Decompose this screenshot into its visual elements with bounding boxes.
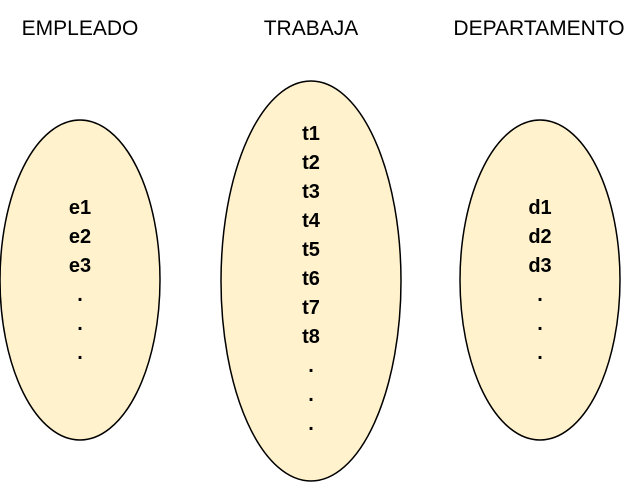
ellipsis-dot: . [308, 413, 314, 435]
member-item: d1 [528, 197, 552, 219]
member-item: t2 [302, 152, 320, 174]
trabaja-ellipse [220, 80, 402, 482]
member-item: e2 [68, 226, 92, 248]
member-item: t6 [302, 268, 320, 290]
member-item: t7 [302, 297, 320, 319]
ellipsis-dot: . [308, 355, 314, 377]
departamento-members: d1 d2 d3 . . . [528, 194, 551, 368]
member-item: t3 [302, 181, 320, 203]
member-item: e3 [68, 255, 92, 277]
ellipsis-dot: . [537, 342, 543, 364]
ellipsis-dot: . [537, 313, 543, 335]
departamento-title: DEPARTAMENTO [453, 17, 625, 40]
trabaja-title: TRABAJA [263, 17, 359, 40]
ellipsis-dot: . [537, 284, 543, 306]
departamento-ellipse [459, 119, 621, 441]
ellipsis-dot: . [77, 284, 83, 306]
member-item: e1 [68, 197, 92, 219]
empleado-ellipse [0, 119, 161, 441]
ellipsis-dot: . [77, 313, 83, 335]
ellipsis-dot: . [77, 342, 83, 364]
trabaja-members: t1 t2 t3 t4 t5 t6 t7 t8 . . . [302, 120, 320, 439]
empleado-members: e1 e2 e3 . . . [69, 194, 91, 368]
member-item: t1 [302, 123, 320, 145]
ellipsis-dot: . [308, 384, 314, 406]
member-item: d2 [528, 226, 552, 248]
empleado-title: EMPLEADO [21, 17, 139, 40]
member-item: t4 [302, 210, 320, 232]
member-item: t8 [302, 326, 320, 348]
member-item: t5 [302, 239, 320, 261]
member-item: d3 [528, 255, 552, 277]
